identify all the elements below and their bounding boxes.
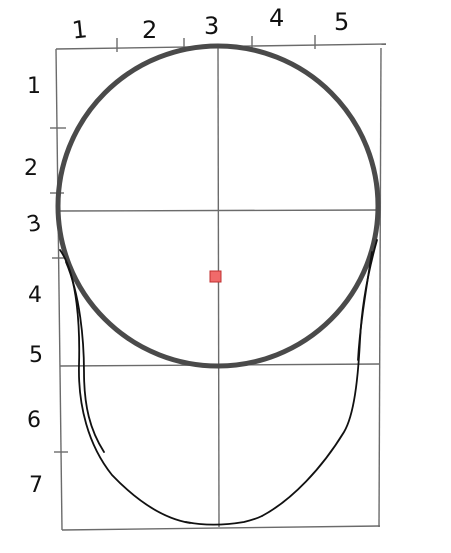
left-label-1: 1 bbox=[27, 74, 41, 99]
jaw-right-inner-stroke bbox=[357, 251, 373, 361]
left-label-4: 4 bbox=[28, 283, 42, 308]
left-number-labels: 1 2 3 4 5 6 7 bbox=[24, 74, 44, 498]
frame-left-line bbox=[55, 48, 63, 531]
left-label-2: 2 bbox=[24, 156, 38, 181]
jaw-outline bbox=[59, 239, 378, 526]
frame-bottom-line bbox=[61, 525, 381, 531]
left-label-5: 5 bbox=[29, 343, 43, 368]
chin-stroke bbox=[185, 515, 263, 526]
top-label-2: 2 bbox=[142, 16, 157, 44]
left-label-7: 7 bbox=[29, 473, 43, 498]
cranium-circle bbox=[55, 43, 381, 369]
top-label-4: 4 bbox=[269, 4, 284, 32]
jaw-left-inner-stroke bbox=[65, 261, 105, 453]
grid-frame bbox=[55, 43, 387, 531]
tick-marks bbox=[50, 35, 316, 453]
guide-lines bbox=[55, 45, 381, 528]
left-label-3: 3 bbox=[25, 211, 44, 238]
top-label-5: 5 bbox=[334, 8, 349, 36]
jaw-left-stroke bbox=[59, 249, 191, 524]
center-marker bbox=[209, 270, 222, 283]
top-number-labels: 1 2 3 4 5 bbox=[71, 4, 350, 45]
frame-right-line bbox=[378, 47, 382, 528]
left-label-6: 6 bbox=[27, 408, 41, 433]
top-label-1: 1 bbox=[71, 15, 89, 44]
guide-vertical-center bbox=[217, 45, 220, 528]
top-label-3: 3 bbox=[204, 12, 219, 40]
